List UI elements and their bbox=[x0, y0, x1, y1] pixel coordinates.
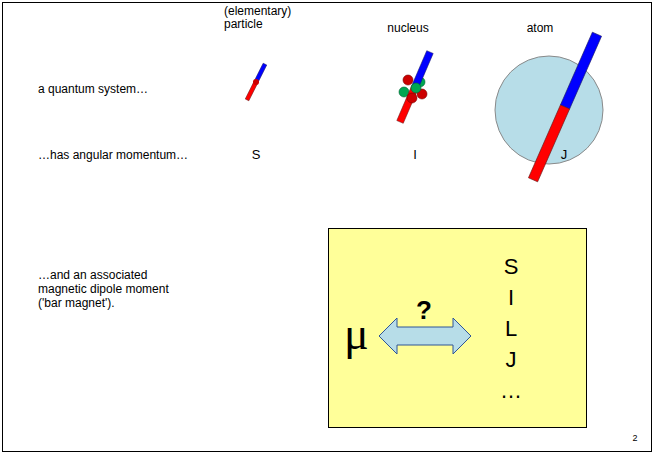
text-slot: μ bbox=[344, 311, 369, 357]
label-slot: …and an associated magnetic dipole momen… bbox=[38, 268, 188, 310]
nucleus-caption: nucleus bbox=[378, 21, 438, 35]
label-slot: (elementary) particle bbox=[224, 5, 304, 31]
text-slot: ? bbox=[416, 295, 432, 325]
nucleus-balls-front bbox=[407, 83, 421, 103]
nucleus-magnet bbox=[397, 51, 433, 124]
text-slot: S I L J … bbox=[499, 251, 523, 406]
atom-magnet bbox=[528, 32, 601, 182]
row-label: a quantum system… bbox=[38, 82, 208, 96]
label-slot: …has angular momentum… bbox=[38, 148, 208, 162]
mu-symbol: μ bbox=[344, 311, 369, 357]
particle-magnet bbox=[245, 63, 266, 101]
label-slot: J bbox=[557, 147, 571, 163]
page-number: 2 bbox=[626, 433, 644, 444]
spin-symbol: I bbox=[405, 147, 425, 163]
particle-caption: (elementary) particle bbox=[224, 5, 304, 31]
label-slot: S bbox=[246, 147, 266, 163]
label-slot: I bbox=[405, 147, 425, 163]
row-label: …has angular momentum… bbox=[38, 148, 208, 162]
quantum-number-list: S I L J … bbox=[499, 251, 523, 406]
label-slot: a quantum system… bbox=[38, 82, 208, 96]
label-slot: nucleus bbox=[378, 21, 438, 35]
label-slot: atom bbox=[510, 21, 570, 35]
spin-symbol: S bbox=[246, 147, 266, 163]
question-mark: ? bbox=[416, 295, 432, 325]
particle-dot bbox=[253, 79, 259, 85]
label-slot: 2 bbox=[626, 433, 644, 444]
spin-symbol: J bbox=[557, 147, 571, 163]
atom-caption: atom bbox=[510, 21, 570, 35]
slide-frame bbox=[3, 3, 652, 452]
yellow-box: μ? S I L J … bbox=[328, 228, 587, 428]
row-label: …and an associated magnetic dipole momen… bbox=[38, 268, 188, 310]
